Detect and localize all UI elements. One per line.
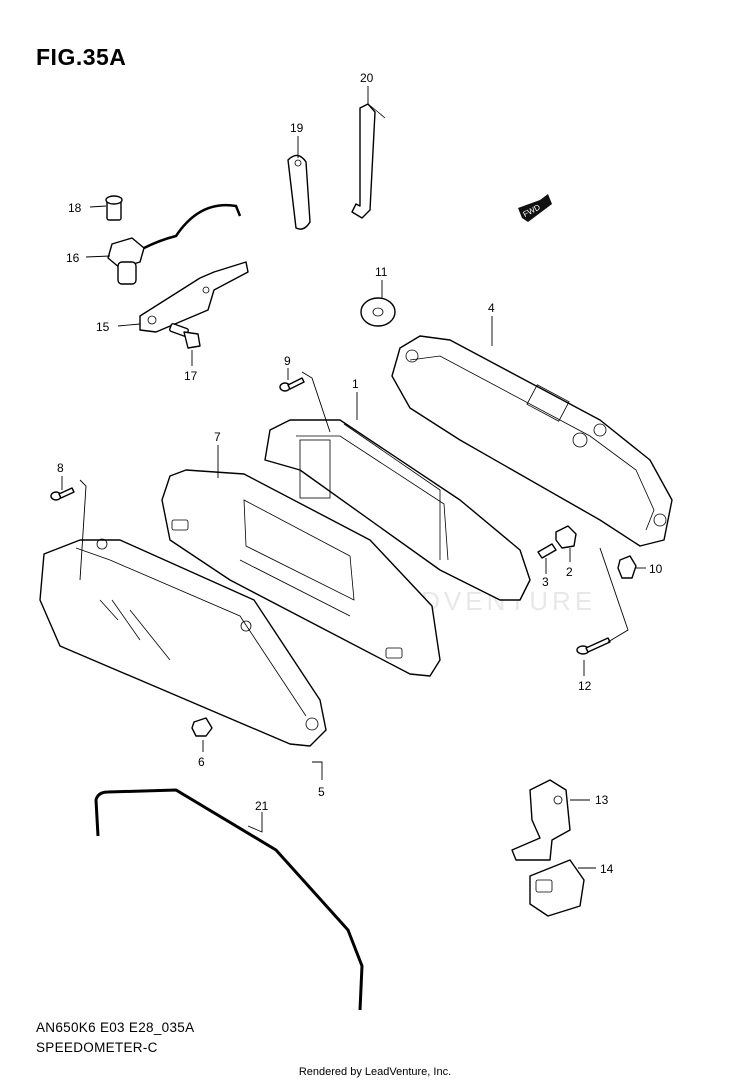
part-15-bracket-plate[interactable] (139, 261, 249, 333)
render-credit: Rendered by LeadVenture, Inc. (298, 1066, 452, 1078)
callout-19: 19 (290, 121, 304, 135)
callout-7: 7 (214, 430, 221, 444)
part-6-clip[interactable] (191, 717, 213, 737)
diagram-code: AN650K6 E03 E28_035A (36, 1020, 195, 1035)
part-13-bracket[interactable] (511, 779, 571, 861)
leader-lines (61, 86, 646, 869)
callout-17: 17 (184, 369, 198, 383)
fwd-arrow-icon: FWD (518, 194, 552, 222)
callout-11: 11 (375, 265, 388, 279)
callout-2: 2 (566, 565, 573, 579)
part-20-bracket-rod[interactable] (351, 103, 386, 219)
part-17-bolt[interactable] (169, 323, 201, 349)
callout-13: 13 (595, 793, 609, 807)
callout-4: 4 (488, 301, 495, 315)
callout-5: 5 (318, 785, 325, 799)
callout-6: 6 (198, 755, 205, 769)
callout-labels: 1 2 3 4 5 6 7 8 9 10 11 12 13 14 15 16 1… (57, 71, 663, 876)
part-7-face-plate[interactable] (161, 469, 441, 677)
part-8-screw[interactable] (50, 487, 75, 501)
callout-12: 12 (578, 679, 592, 693)
callout-10: 10 (649, 562, 663, 576)
callout-1: 1 (352, 377, 359, 391)
callout-20: 20 (360, 71, 374, 85)
part-10-cap[interactable] (617, 555, 637, 579)
part-12-screw[interactable] (576, 637, 611, 655)
callout-18: 18 (68, 201, 82, 215)
part-16-sensor[interactable] (107, 203, 242, 285)
figure-title: FIG.35A (36, 44, 127, 70)
part-14-connector[interactable] (529, 859, 585, 917)
part-9-screw[interactable] (279, 377, 305, 392)
callout-9: 9 (284, 354, 291, 368)
callout-16: 16 (66, 251, 80, 265)
part-11-grommet[interactable] (360, 297, 396, 327)
part-4-rear-case[interactable] (391, 335, 673, 547)
part-3-screw[interactable] (537, 543, 557, 559)
diagram-name: SPEEDOMETER-C (36, 1040, 158, 1055)
part-2-nut[interactable] (555, 525, 577, 549)
callout-21: 21 (255, 799, 269, 813)
callout-8: 8 (57, 461, 64, 475)
part-18-bolt[interactable] (105, 195, 123, 221)
part-5-front-cover[interactable] (39, 538, 327, 747)
part-1-housing[interactable] (264, 419, 531, 601)
callout-14: 14 (600, 862, 614, 876)
part-21-wire[interactable] (94, 788, 364, 1011)
part-19-strap[interactable] (287, 154, 311, 230)
callout-3: 3 (542, 575, 549, 589)
callout-15: 15 (96, 320, 110, 334)
